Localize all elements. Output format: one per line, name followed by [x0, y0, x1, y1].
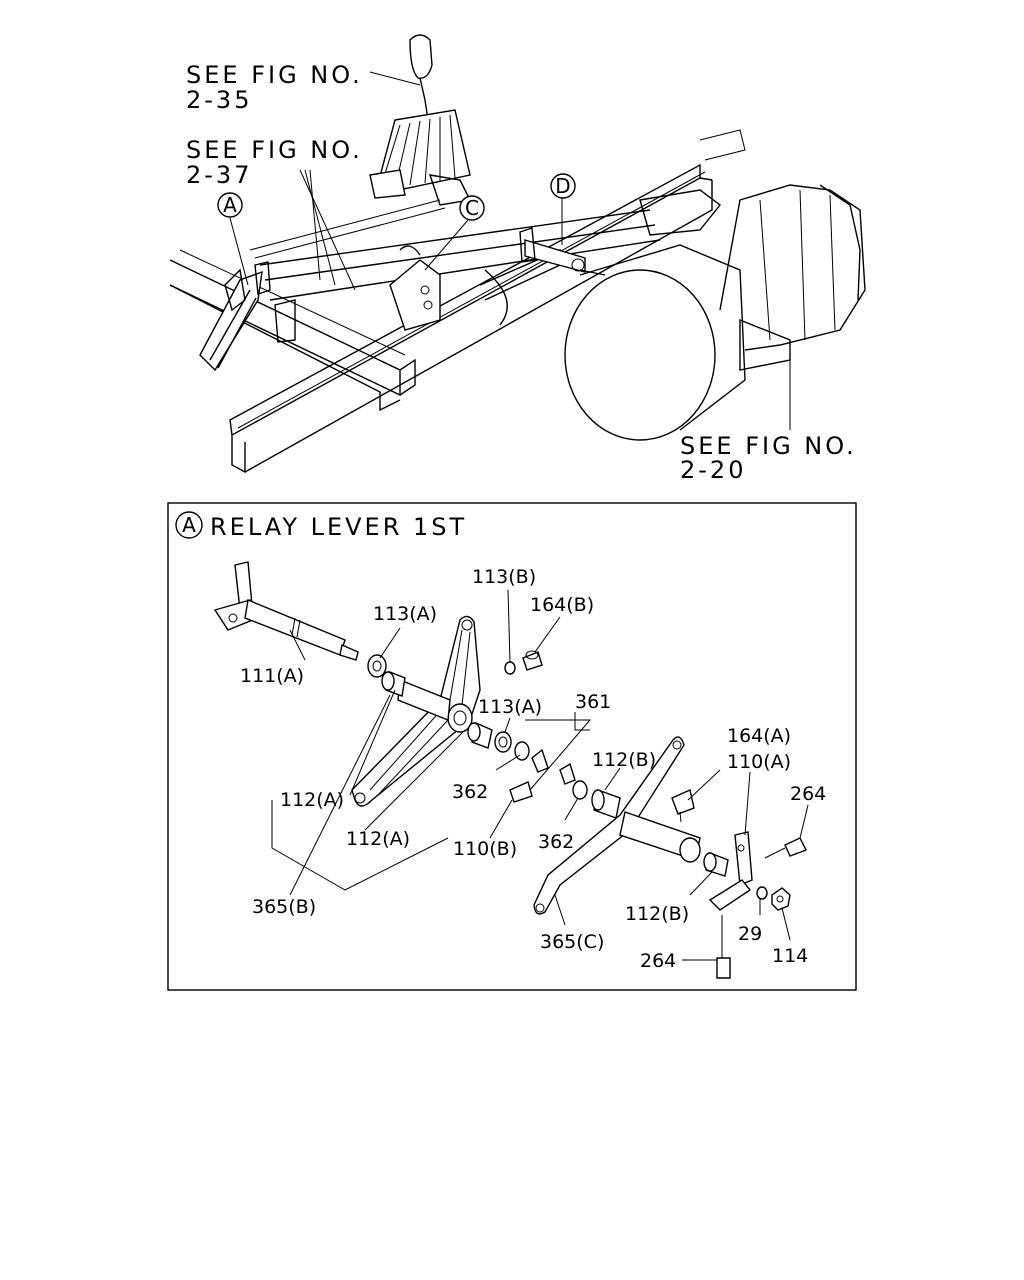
cross-member	[169, 248, 561, 412]
label-112b-1: 112(B)	[592, 749, 656, 771]
label-113a-2: 113(A)	[478, 696, 542, 718]
shaft-111a	[213, 561, 359, 661]
lever-365b	[351, 615, 481, 807]
label-114: 114	[772, 945, 808, 967]
callout-c: C	[459, 195, 485, 221]
bushing-112b-1	[591, 789, 621, 819]
washer-29	[756, 886, 768, 900]
detail-marker: A	[175, 511, 203, 539]
bolt-264-1	[764, 837, 807, 859]
svg-text:A: A	[223, 193, 237, 217]
ref-2-37-line2: 2-37	[186, 161, 252, 189]
relay-lever-assembly	[199, 261, 296, 372]
lever-d	[519, 227, 606, 276]
label-112b-2: 112(B)	[625, 903, 689, 925]
nipple-164b	[522, 650, 543, 671]
label-365b: 365(B)	[252, 896, 316, 918]
washer-362-2	[572, 780, 588, 800]
label-112a-2: 112(A)	[346, 828, 410, 850]
clip-361	[531, 748, 576, 785]
bracket-110a	[708, 831, 753, 911]
detail-title: RELAY LEVER 1ST	[210, 513, 467, 541]
bracket-c	[389, 245, 441, 331]
ref-2-35-line1: SEE FIG NO.	[186, 61, 363, 89]
label-111a: 111(A)	[240, 665, 304, 687]
transmission	[564, 184, 866, 441]
label-112a-1: 112(A)	[280, 789, 344, 811]
label-164b: 164(B)	[530, 594, 594, 616]
label-110a: 110(A)	[727, 751, 791, 773]
nut-114	[771, 887, 791, 911]
washer-113a-2	[494, 731, 512, 753]
callout-a: A	[217, 192, 243, 218]
detail-leaders	[271, 589, 809, 961]
svg-text:D: D	[555, 174, 570, 198]
bolt-264-2	[716, 915, 731, 979]
label-164a: 164(A)	[727, 725, 791, 747]
ref-2-35-line2: 2-35	[186, 86, 252, 114]
bushing-112a-1	[381, 671, 406, 697]
ref-2-37-line1: SEE FIG NO.	[186, 136, 363, 164]
ref-2-20-line2: 2-20	[680, 456, 746, 484]
lever-365c	[533, 736, 701, 915]
nipple-164a	[671, 789, 695, 823]
washer-113a-1	[367, 654, 387, 678]
label-361: 361	[575, 691, 611, 713]
ref-2-20-line1: SEE FIG NO.	[680, 432, 857, 460]
svg-text:C: C	[465, 196, 479, 220]
label-29: 29	[738, 923, 762, 945]
label-362-1: 362	[452, 781, 488, 803]
label-113a-1: 113(A)	[373, 603, 437, 625]
bushing-112a-2	[467, 722, 493, 749]
label-264-2: 264	[640, 950, 676, 972]
svg-text:A: A	[182, 513, 196, 537]
callout-d: D	[550, 173, 576, 199]
detail-panel-border	[167, 502, 857, 991]
label-264-1: 264	[790, 783, 826, 805]
bracket-110b	[509, 781, 533, 803]
overview-illustration: SEE FIG NO. 2-35 SEE FIG NO. 2-37 SEE FI…	[169, 34, 866, 484]
washer-113b	[504, 661, 516, 675]
leader-lines	[229, 71, 791, 430]
shift-lever	[369, 34, 472, 206]
bushing-112b-2	[703, 852, 729, 877]
label-113b: 113(B)	[472, 566, 536, 588]
shift-rods	[249, 199, 661, 301]
label-110b: 110(B)	[453, 838, 517, 860]
label-362-2: 362	[538, 831, 574, 853]
label-365c: 365(C)	[540, 931, 604, 953]
detail-panel: A RELAY LEVER 1ST	[167, 502, 857, 991]
